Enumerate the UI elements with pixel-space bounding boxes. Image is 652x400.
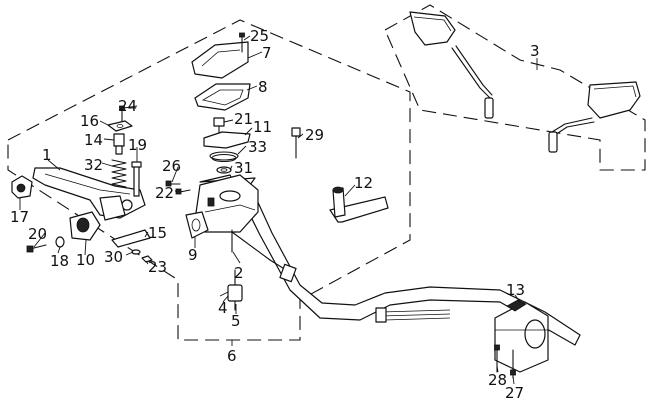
cover-7 — [191, 41, 249, 79]
leaders — [19, 35, 521, 385]
bolt-22 — [175, 188, 191, 195]
callout-18: 18 — [50, 252, 69, 270]
callout-9: 9 — [188, 246, 198, 264]
bolt-26 — [165, 180, 181, 187]
plate-16 — [107, 120, 133, 132]
plunger-14 — [113, 133, 125, 155]
callout-29: 29 — [305, 126, 324, 144]
callout-16: 16 — [80, 112, 99, 130]
rod-19 — [131, 161, 142, 197]
clamp-10 — [69, 211, 101, 241]
callout-17: 17 — [10, 208, 29, 226]
screw-25 — [239, 32, 245, 53]
callout-14: 14 — [84, 131, 103, 149]
brake-lever — [32, 167, 146, 221]
callout-1: 1 — [42, 146, 52, 164]
callout-26: 26 — [162, 157, 181, 175]
callout-4: 4 — [218, 299, 228, 317]
switch-4-5 — [219, 269, 243, 311]
callout-25: 25 — [250, 27, 269, 45]
master-cylinder — [185, 174, 259, 239]
washer-30 — [131, 249, 141, 255]
nut-23 — [141, 255, 153, 263]
callout-31: 31 — [234, 159, 253, 177]
callout-21: 21 — [234, 110, 253, 128]
spring-33 — [209, 151, 239, 163]
callout-22: 22 — [155, 184, 174, 202]
callout-5: 5 — [231, 312, 241, 330]
callout-2: 2 — [234, 264, 244, 282]
callout-23: 23 — [148, 258, 167, 276]
callout-24: 24 — [118, 97, 137, 115]
spring-32 — [111, 159, 127, 188]
washer-31 — [216, 166, 232, 174]
gasket-8 — [194, 83, 251, 111]
callout-33: 33 — [248, 138, 267, 156]
mirror-left — [409, 11, 494, 119]
lever-12 — [329, 186, 389, 223]
callout-28: 28 — [488, 371, 507, 389]
callout-19: 19 — [128, 136, 147, 154]
callout-7: 7 — [262, 44, 272, 62]
clip-17 — [11, 175, 33, 199]
collar-18 — [55, 236, 65, 248]
right-switch-housing — [494, 299, 549, 373]
callout-12: 12 — [354, 174, 373, 192]
callout-labels: 1 2 3 4 5 6 7 8 9 10 11 12 13 14 15 16 1… — [10, 27, 540, 400]
callout-15: 15 — [148, 224, 167, 242]
callout-30: 30 — [104, 248, 123, 266]
callout-8: 8 — [258, 78, 268, 96]
bracket-15 — [111, 229, 151, 248]
screw-29 — [291, 127, 301, 159]
screw-27 — [510, 349, 516, 379]
callout-13: 13 — [506, 281, 525, 299]
callout-20: 20 — [28, 225, 47, 243]
callout-11: 11 — [253, 118, 272, 136]
callout-10: 10 — [76, 251, 95, 269]
switch-2 — [231, 229, 297, 283]
callout-27: 27 — [505, 384, 524, 400]
callout-3: 3 — [530, 42, 540, 60]
group-outline-mirrors — [384, 4, 646, 171]
screw-20 — [26, 244, 47, 253]
callout-6: 6 — [227, 347, 237, 365]
plate-11 — [203, 131, 251, 149]
callout-32: 32 — [84, 156, 103, 174]
mirror-right — [548, 81, 641, 153]
